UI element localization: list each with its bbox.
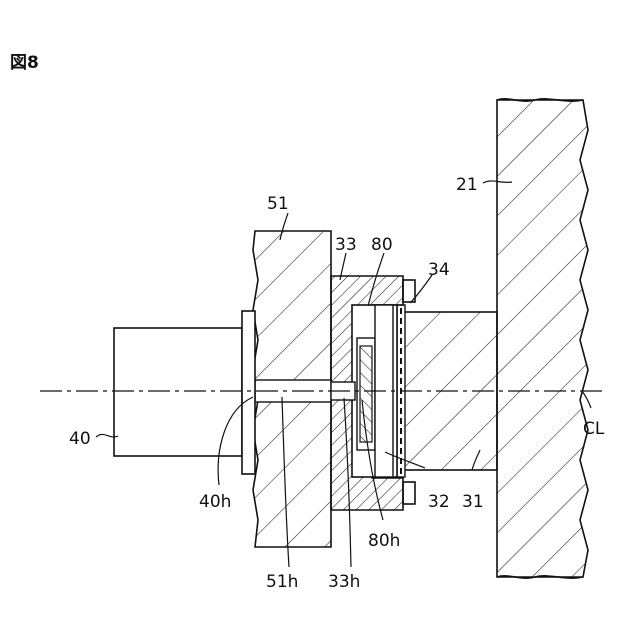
label-34: 34 xyxy=(428,260,450,280)
label-51h: 51h xyxy=(266,572,298,592)
label-33: 33 xyxy=(335,235,357,255)
label-cl: CL xyxy=(583,419,605,439)
label-40h: 40h xyxy=(199,492,231,512)
label-40: 40 xyxy=(69,429,91,449)
label-21: 21 xyxy=(456,175,478,195)
part-40-flange xyxy=(242,311,255,474)
label-32: 32 xyxy=(428,492,450,512)
figure-title: 図8 xyxy=(10,53,39,73)
part-34-tab-bottom xyxy=(403,482,415,504)
label-33h: 33h xyxy=(328,572,360,592)
label-31: 31 xyxy=(462,492,484,512)
part-21-wall xyxy=(497,100,588,577)
label-80: 80 xyxy=(371,235,393,255)
label-51: 51 xyxy=(267,194,289,214)
label-80h: 80h xyxy=(368,531,400,551)
